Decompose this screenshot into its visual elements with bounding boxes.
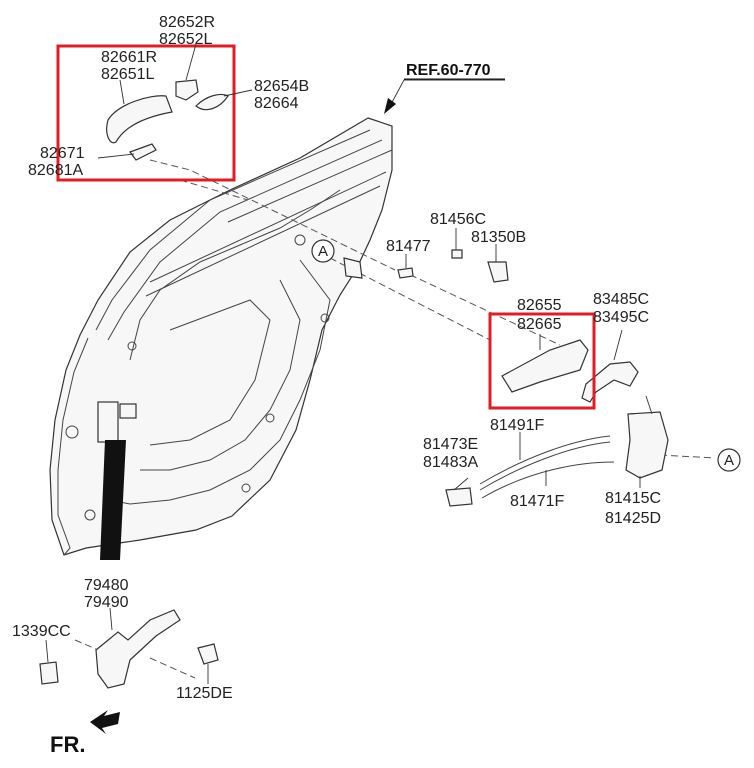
latch-assembly <box>625 395 669 479</box>
label-81473e: 81473E <box>423 436 478 453</box>
label-82665: 82665 <box>517 316 562 333</box>
outside-handle <box>106 95 173 144</box>
svg-text:A: A <box>318 243 328 260</box>
label-82671: 82671 <box>40 145 85 162</box>
label-82651l: 82651L <box>101 66 154 83</box>
label-81477: 81477 <box>386 238 431 255</box>
label-81483a: 81483A <box>423 454 478 471</box>
label-79480: 79480 <box>84 577 129 594</box>
label-79490: 79490 <box>84 594 129 611</box>
lock-rod <box>581 361 639 403</box>
label-82652r: 82652R <box>159 14 215 31</box>
label-81415c: 81415C <box>605 490 661 507</box>
callout-a-right: A <box>717 448 741 472</box>
striker-bracket <box>343 257 363 279</box>
handle-base <box>501 339 589 393</box>
highlight-box-handle-base <box>488 312 596 410</box>
label-1125de: 1125DE <box>176 685 233 702</box>
assembly-lines <box>74 159 716 679</box>
label-1339cc: 1339CC <box>12 623 71 640</box>
striker-bolt <box>451 249 463 259</box>
label-81456c: 81456C <box>430 211 486 228</box>
cable-81491f <box>479 435 611 491</box>
rear-door-panel <box>49 117 393 556</box>
label-83485c: 83485C <box>593 291 649 308</box>
svg-text:A: A <box>724 452 734 469</box>
label-81425d: 81425D <box>605 510 661 527</box>
leader-lines <box>45 43 641 684</box>
striker <box>487 261 509 283</box>
door-checker <box>95 609 181 689</box>
outer-cap <box>175 79 199 101</box>
hinge-strap <box>100 440 126 560</box>
label-82681a: 82681A <box>28 162 83 179</box>
reference-arrow <box>384 79 505 114</box>
inside-handle-clip <box>445 487 473 507</box>
screw-81477 <box>397 267 414 279</box>
label-82652l: 82652L <box>159 31 212 48</box>
cable-81471f <box>481 461 615 499</box>
label-82661r: 82661R <box>101 49 157 66</box>
handle-gasket <box>195 93 229 111</box>
label-81471f: 81471F <box>510 493 564 510</box>
label-82664: 82664 <box>254 95 299 112</box>
label-82655: 82655 <box>517 297 562 314</box>
label-81350b: 81350B <box>471 229 526 246</box>
label-82654b: 82654B <box>254 78 309 95</box>
front-direction-arrow-icon <box>90 710 120 734</box>
label-81491f: 81491F <box>490 417 544 434</box>
label-83495c: 83495C <box>593 309 649 326</box>
highlight-box-outside-handle <box>56 44 236 182</box>
reference-label: REF.60-770 <box>406 62 491 79</box>
callout-a-left: A <box>311 239 335 263</box>
handle-pad <box>129 143 157 161</box>
nut-1339cc <box>39 661 59 685</box>
front-direction-label: FR. <box>50 732 85 757</box>
bolt-1125de <box>197 643 219 665</box>
